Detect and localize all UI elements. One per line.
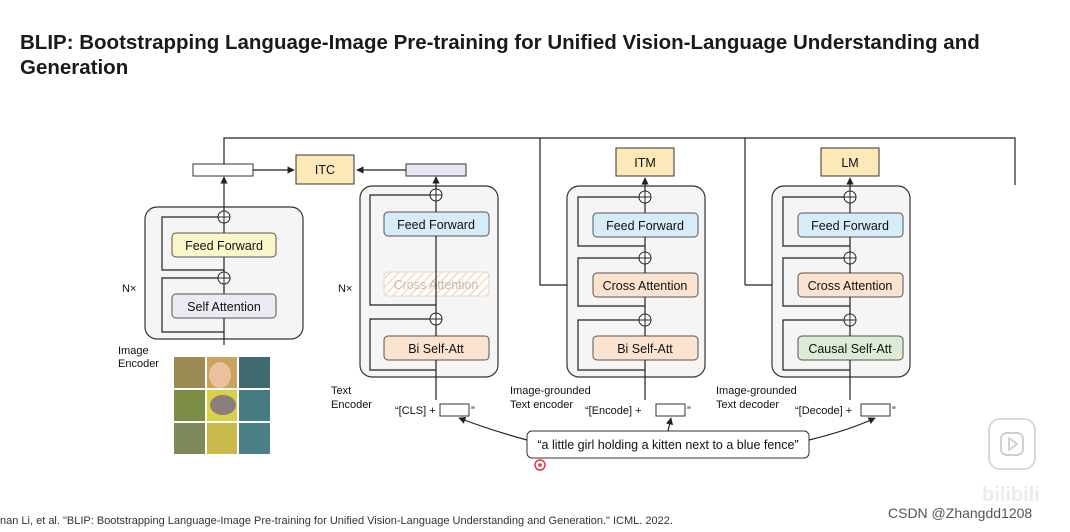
input-image-patches	[174, 357, 270, 454]
residual-add-icon	[217, 210, 231, 224]
text-encoder-input-close: ”	[471, 405, 475, 417]
image-feed-forward-label: Feed Forward	[185, 239, 263, 253]
decoder-causal-self-att-label: Causal Self-Att	[808, 342, 892, 356]
grounded-encoder-label-line1: Image-grounded	[510, 385, 591, 397]
text-feed-forward-label: Feed Forward	[397, 218, 475, 232]
residual-add-icon	[843, 190, 857, 204]
text-encoder-panel: Feed Forward Cross Attention Bi Self-Att…	[331, 163, 499, 417]
play-icon	[1000, 432, 1024, 456]
top-connector-line	[223, 137, 1016, 185]
itc-label: ITC	[315, 163, 335, 177]
itm-head-box	[615, 147, 675, 177]
text-feature-token	[405, 163, 467, 177]
text-input-slot	[439, 403, 470, 417]
encoder-cross-attention-label: Cross Attention	[603, 279, 688, 293]
grounded-decoder-input-close: ”	[892, 405, 896, 417]
csdn-watermark: CSDN @Zhangdd1208	[888, 505, 1033, 521]
lm-head-box	[820, 147, 880, 177]
grounded-encoder-input-prefix: “[Encode] +	[585, 405, 642, 417]
image-encoder-panel: Feed Forward Self Attention N× Image Enc…	[118, 163, 304, 370]
decoder-feed-forward-label: Feed Forward	[811, 219, 889, 233]
residual-add-icon	[638, 190, 652, 204]
encode-input-slot	[655, 403, 686, 417]
grounded-encoder-panel: Feed Forward Cross Attention Bi Self-Att…	[510, 177, 706, 417]
grounded-decoder-panel: Feed Forward Cross Attention Causal Self…	[716, 177, 911, 417]
grounded-encoder-input-close: ”	[687, 405, 691, 417]
encoder-bi-self-att-label: Bi Self-Att	[617, 342, 673, 356]
image-encoder-label-line2: Encoder	[118, 358, 159, 370]
video-play-button[interactable]	[988, 418, 1036, 470]
grounded-decoder-input-prefix: “[Decode] +	[795, 405, 852, 417]
decode-input-slot	[860, 403, 891, 417]
n-times-label: N×	[122, 283, 136, 295]
bilibili-logo-icon: bilibili	[982, 484, 1040, 506]
image-self-attention-label: Self Attention	[187, 300, 261, 314]
residual-add-icon	[429, 188, 443, 202]
residual-add-icon	[429, 312, 443, 326]
residual-add-icon	[638, 313, 652, 327]
itc-head-box	[295, 154, 355, 185]
itm-label: ITM	[634, 156, 656, 170]
encoder-feed-forward-label: Feed Forward	[606, 219, 684, 233]
lm-label: LM	[841, 156, 858, 170]
residual-add-icon	[843, 251, 857, 265]
image-feature-token	[192, 163, 254, 177]
grounded-decoder-label-line2: Text decoder	[716, 399, 779, 411]
grounded-encoder-label-line2: Text encoder	[510, 399, 573, 411]
text-encoder-input-prefix: “[CLS] +	[395, 405, 436, 417]
decoder-cross-attention-label: Cross Attention	[808, 279, 893, 293]
residual-add-icon	[638, 251, 652, 265]
cursor-icon	[534, 459, 546, 471]
text-encoder-label-line2: Encoder	[331, 399, 372, 411]
residual-add-icon	[843, 313, 857, 327]
slide-title: BLIP: Bootstrapping Language-Image Pre-t…	[20, 31, 980, 79]
image-encoder-label-line1: Image	[118, 345, 149, 357]
residual-add-icon	[217, 271, 231, 285]
n-times-label: N×	[338, 283, 352, 295]
text-encoder-label-line1: Text	[331, 385, 351, 397]
grounded-decoder-label-line1: Image-grounded	[716, 385, 797, 397]
text-bi-self-att-label: Bi Self-Att	[408, 342, 464, 356]
citation-text: nan Li, et al. "BLIP: Bootstrapping Lang…	[0, 515, 673, 527]
caption-text: “a little girl holding a kitten next to …	[537, 438, 798, 452]
